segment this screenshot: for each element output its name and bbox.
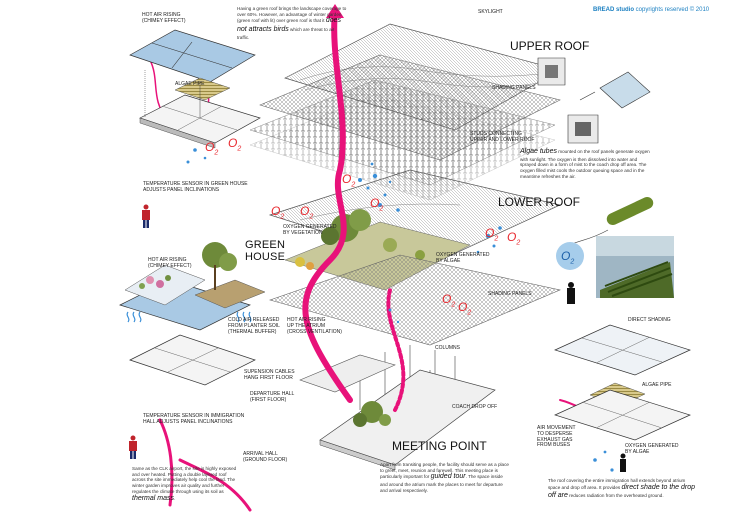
o2-symbol: O2 [228, 136, 242, 153]
label-cold-air: COLD AIR RELEASED FROM PLANTER SOIL (THE… [228, 317, 280, 335]
label-direct-shading: DIRECT SHADING [628, 317, 671, 323]
label-sensor-green-house: TEMPERATURE SENSOR IN GREEN HOUSE ADJUST… [143, 181, 248, 193]
o2-bubble-right [556, 242, 584, 270]
o2-symbol: O2 [370, 196, 384, 213]
paragraph-clk-airport: Same as the CLK airport, the site is hig… [132, 466, 237, 502]
o2-symbol: O2 [507, 230, 521, 247]
label-suspension-cables: SUPENSION CABLES HANG FIRST FLOOR [244, 369, 295, 381]
o2-symbol: O2 [442, 292, 456, 309]
label-skylight: SKYLIGHT [478, 9, 503, 15]
label-arrival-hall: ARRIVAL HALL (GROUND FLOOR) [243, 451, 288, 463]
label-oxygen-algae-mid: OXYGEN GENERATED BY ALGAE [436, 252, 490, 264]
label-columns: COLUMNS [435, 345, 461, 351]
shading-panels-mid-layer [268, 254, 561, 346]
person-silhouette-right [567, 282, 575, 304]
label-oxygen-vegetation: OXYGEN GENERATED BY VEGETATION [283, 224, 337, 236]
brand-copyright: BREAD studio copyrights reserved © 2010 [593, 7, 710, 13]
o2-symbol: O2 [458, 300, 472, 317]
person-silhouette-bottom [620, 453, 626, 472]
oxygen-bubbles [186, 138, 614, 472]
departure-hall-layer [299, 354, 396, 393]
label-hot-air-top: HOT AIR RISING (CHIMEY EFFECT) [142, 12, 186, 24]
label-departure-hall: DEPARTURE HALL (FIRST FLOOR) [250, 391, 295, 403]
paragraph-meeting-place: Apart from transiting people, the facili… [380, 462, 509, 493]
studs-layer [249, 79, 556, 201]
ground-layer [319, 369, 496, 471]
label-hot-air-atrium: HOT AIR RISING UP THE ATRIUM (CROSS VENT… [287, 317, 342, 335]
title-green-house: GREEN HOUSE [245, 239, 286, 263]
green-house-layer [284, 209, 471, 291]
right-panel-diagram [554, 324, 691, 441]
label-algae-pipe-top: ALGAE PIPE [175, 81, 205, 87]
paragraph-algae-tubes: Algae tubes mounted on the roof panels g… [520, 148, 650, 179]
label-air-movement: AIR MOVEMENT TO DESPERSE EXHAUST GAS FRO… [537, 425, 576, 449]
o2-symbol: O2 [271, 204, 285, 221]
o2-symbol: O2 [300, 204, 314, 221]
title-upper-roof: UPPER ROOF [510, 39, 590, 53]
person-icon-left [129, 435, 137, 459]
label-shading-panels-mid: SHADING PANELS [488, 291, 532, 297]
o2-symbol: O2 [485, 226, 499, 243]
left-panel-diagram [119, 242, 266, 386]
label-coach-drop-off: COACH DROP OFF [452, 404, 498, 410]
paragraph-direct-shade: The roof covering the entire immigration… [548, 478, 696, 500]
algae-photo [596, 236, 674, 298]
hot-air-arrows [149, 4, 621, 512]
shade-panel-icons [537, 57, 651, 144]
label-shading-panels-top: SHADING PANELS [492, 85, 536, 91]
o2-symbol: O2 [205, 140, 219, 157]
label-sensor-immigration: TEMPERATURE SENSOR IN IMMIGRATION HALL A… [143, 413, 245, 425]
top-left-panel-diagram [129, 29, 261, 149]
o2-symbol: O2 [561, 249, 575, 266]
title-meeting-point: MEETING POINT [392, 439, 487, 453]
paragraph-green-roof: Having a green roof brings the landscape… [237, 6, 347, 40]
title-lower-roof: LOWER ROOF [498, 195, 581, 209]
label-studs: STUDS CONNECTING UPPER AND LOWER ROOF [470, 131, 535, 143]
label-hot-air-left: HOT AIR RISING (CHIMEY EFFECT) [148, 257, 192, 269]
label-algae-pipe-right: ALGAE PIPE [642, 382, 672, 388]
label-oxygen-algae-right: OXYGEN GENERATED BY ALGAE [625, 443, 679, 455]
person-icon-top [142, 204, 150, 228]
o2-symbol: O2 [342, 172, 356, 189]
